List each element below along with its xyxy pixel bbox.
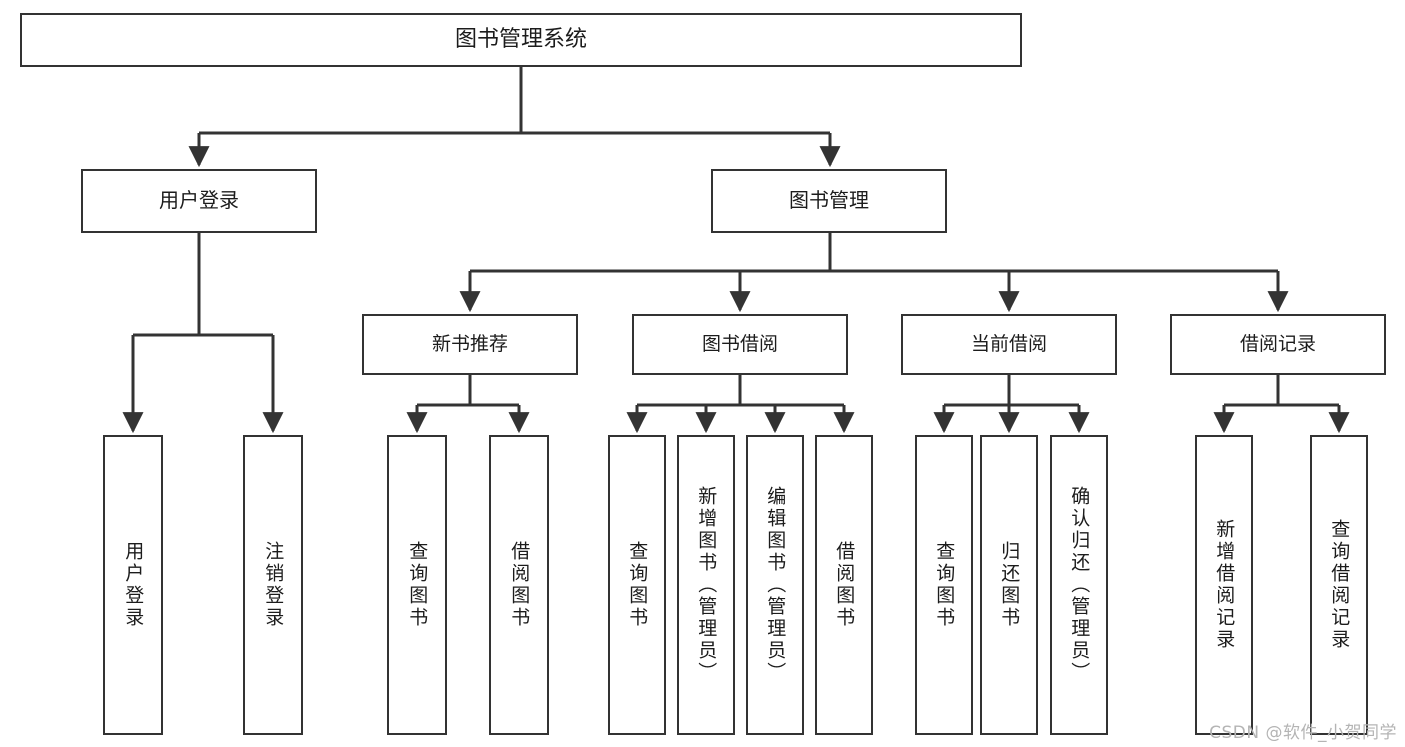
leaf-current-borrow-query[interactable]: 查询图书	[915, 435, 973, 735]
leaf-new-book-borrow[interactable]: 借阅图书	[489, 435, 549, 735]
leaf-current-borrow-return[interactable]: 归还图书	[980, 435, 1038, 735]
leaf-user-login-login[interactable]: 用户登录	[103, 435, 163, 735]
node-book-manage[interactable]: 图书管理	[711, 169, 947, 233]
leaf-borrow-record-query[interactable]: 查询借阅记录	[1310, 435, 1368, 735]
csdn-watermark: CSDN @软件_小贺同学	[1209, 723, 1397, 743]
node-new-book-recommend[interactable]: 新书推荐	[362, 314, 578, 375]
node-borrow-record[interactable]: 借阅记录	[1170, 314, 1386, 375]
leaf-new-book-query[interactable]: 查询图书	[387, 435, 447, 735]
node-root[interactable]: 图书管理系统	[20, 13, 1022, 67]
node-current-borrow[interactable]: 当前借阅	[901, 314, 1117, 375]
node-book-borrow[interactable]: 图书借阅	[632, 314, 848, 375]
leaf-user-login-logout[interactable]: 注销登录	[243, 435, 303, 735]
leaf-book-borrow-query[interactable]: 查询图书	[608, 435, 666, 735]
leaf-book-borrow-edit[interactable]: 编辑图书（管理员）	[746, 435, 804, 735]
leaf-current-borrow-confirm-return[interactable]: 确认归还（管理员）	[1050, 435, 1108, 735]
leaf-borrow-record-add[interactable]: 新增借阅记录	[1195, 435, 1253, 735]
leaf-book-borrow-borrow[interactable]: 借阅图书	[815, 435, 873, 735]
leaf-book-borrow-add[interactable]: 新增图书（管理员）	[677, 435, 735, 735]
node-user-login[interactable]: 用户登录	[81, 169, 317, 233]
